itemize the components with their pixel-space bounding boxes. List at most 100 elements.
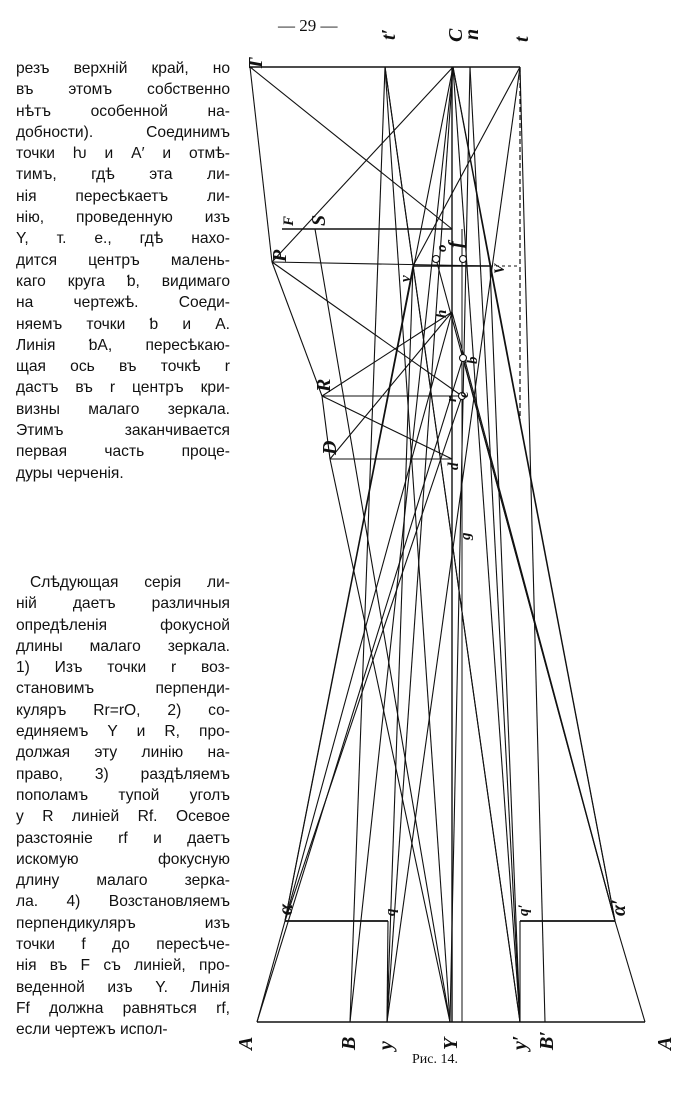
text-line: становимъ перпенди- bbox=[16, 680, 230, 698]
text-column-paragraph-1: резъ верхній край, но въ этомъ собственно… bbox=[16, 58, 230, 484]
construction-line bbox=[284, 395, 463, 922]
construction-line bbox=[489, 265, 616, 922]
point-label-t: t bbox=[511, 35, 533, 42]
point-label-T: T bbox=[245, 57, 267, 70]
point-label-S: S bbox=[308, 215, 330, 226]
text-line: разстояніе rf и даетъ bbox=[16, 829, 230, 847]
construction-line bbox=[449, 66, 471, 1023]
point-label-alpha-prime: α′ bbox=[608, 899, 630, 916]
text-line: единяемъ Y и R, про- bbox=[16, 723, 230, 741]
text-line: нія въ F съ линіей, про- bbox=[16, 957, 230, 975]
point-label-r: r bbox=[444, 396, 460, 402]
point-label-o: o bbox=[434, 245, 450, 253]
construction-line bbox=[321, 395, 331, 460]
text-line: ла. 4) Возстановляемъ bbox=[16, 893, 230, 911]
point-label-b: b bbox=[465, 356, 481, 364]
point-label-y: y bbox=[375, 1041, 397, 1052]
text-line: на чертежѣ. Соеди- bbox=[16, 294, 230, 312]
text-line: если чертежъ испол- bbox=[16, 1021, 168, 1039]
page-number: — 29 — bbox=[278, 16, 338, 35]
construction-line bbox=[329, 311, 453, 460]
text-line: нѣтъ особенной на- bbox=[16, 102, 230, 120]
construction-line bbox=[614, 920, 646, 1023]
construction-line bbox=[452, 66, 521, 1023]
text-line: Ff должна равняться rf, bbox=[16, 999, 230, 1017]
point-label-e: e bbox=[456, 391, 472, 398]
construction-line bbox=[321, 395, 453, 460]
construction-line bbox=[284, 265, 414, 922]
text-line: опредѣленія фокусной bbox=[16, 616, 230, 634]
point-label-alpha: α bbox=[275, 903, 297, 915]
point-label-t-prime: t′ bbox=[378, 29, 400, 40]
point-circle bbox=[458, 254, 468, 264]
text-line: щая ось въ точкѣ r bbox=[16, 358, 230, 376]
text-line: куляръ Rr=rO, 2) со- bbox=[16, 701, 230, 719]
construction-line bbox=[284, 311, 453, 922]
point-label-A: A bbox=[235, 1037, 257, 1052]
point-label-V: V bbox=[492, 262, 508, 274]
point-label-q: q bbox=[383, 908, 399, 916]
text-line: нія пересѣкаетъ ли- bbox=[16, 187, 230, 205]
text-line: Этимъ заканчивается bbox=[16, 422, 230, 440]
point-label-B: B bbox=[338, 1037, 360, 1051]
construction-line bbox=[314, 228, 451, 1023]
text-line: длины малаго зеркала. bbox=[16, 637, 230, 655]
text-line: ній даетъ различныя bbox=[16, 595, 230, 613]
text-line: добности). Соединимъ bbox=[16, 123, 230, 141]
construction-line bbox=[489, 265, 521, 1023]
text-line: первая часть проце- bbox=[16, 443, 230, 461]
point-circle bbox=[457, 391, 467, 401]
point-label-F: F bbox=[281, 216, 297, 227]
text-line: перпендикуляръ изъ bbox=[16, 914, 230, 932]
point-label-Y: Y bbox=[440, 1036, 462, 1050]
text-line: тимъ, гдѣ эта ли- bbox=[16, 166, 230, 184]
text-line: дится центръ малень- bbox=[16, 251, 230, 269]
construction-line bbox=[249, 66, 453, 230]
construction-line bbox=[412, 66, 521, 267]
text-line: Линія ƅА, пересѣкаю- bbox=[16, 336, 230, 354]
text-line: няемъ точки ƅ и А. bbox=[16, 315, 230, 333]
point-label-n: n bbox=[461, 29, 483, 40]
text-line: дастъ въ r центръ кри- bbox=[16, 379, 230, 397]
point-label-g: g bbox=[458, 532, 474, 541]
text-line: должая эту линію на- bbox=[16, 744, 230, 762]
text-line: право, 3) раздѣляемъ bbox=[16, 765, 230, 783]
construction-line bbox=[386, 265, 414, 1023]
point-circle bbox=[458, 353, 468, 363]
point-label-B-prime: B′ bbox=[536, 1031, 558, 1051]
point-label-P: P bbox=[269, 249, 291, 263]
text-line: искомую фокусную bbox=[16, 850, 230, 868]
point-label-v: v bbox=[398, 275, 414, 282]
text-line: веденной изъ Y. Линія bbox=[16, 978, 230, 996]
point-label-q-prime: q′ bbox=[516, 904, 532, 916]
point-label-y-prime: y′ bbox=[509, 1035, 531, 1052]
construction-line bbox=[451, 311, 616, 922]
construction-line bbox=[386, 920, 389, 1023]
text-line: резъ верхній край, но bbox=[16, 60, 230, 77]
point-label-R: R bbox=[313, 379, 335, 393]
construction-line bbox=[349, 66, 386, 1023]
text-line: пополамъ тупой уголъ bbox=[16, 786, 230, 804]
point-circle bbox=[431, 254, 441, 264]
construction-line bbox=[271, 261, 323, 397]
text-line: Слѣдующая серія ли- bbox=[30, 574, 230, 591]
text-line: точки ƕ и А′ и отмѣ- bbox=[16, 145, 230, 163]
text-line: Y, т. е., гдѣ нахо- bbox=[16, 230, 230, 248]
text-line: у R линіей Rf. Осевое bbox=[16, 808, 230, 826]
construction-line bbox=[452, 66, 491, 267]
text-line: нію, проведенную изъ bbox=[16, 209, 230, 227]
construction-line bbox=[386, 66, 521, 1023]
construction-line bbox=[271, 261, 463, 397]
point-label-f: f bbox=[445, 239, 467, 248]
text-line: точки f до пересѣче- bbox=[16, 936, 230, 954]
text-line: въ этомъ собственно bbox=[16, 81, 230, 99]
construction-line bbox=[384, 66, 451, 1023]
text-line: 1) Изъ точки r воз- bbox=[16, 659, 230, 677]
point-label-A-prime: A bbox=[654, 1037, 675, 1052]
construction-line bbox=[249, 66, 273, 263]
construction-line bbox=[386, 66, 454, 1023]
construction-line bbox=[519, 66, 546, 1023]
point-label-h: h bbox=[434, 310, 450, 318]
text-line: длину малаго зерка- bbox=[16, 872, 230, 890]
